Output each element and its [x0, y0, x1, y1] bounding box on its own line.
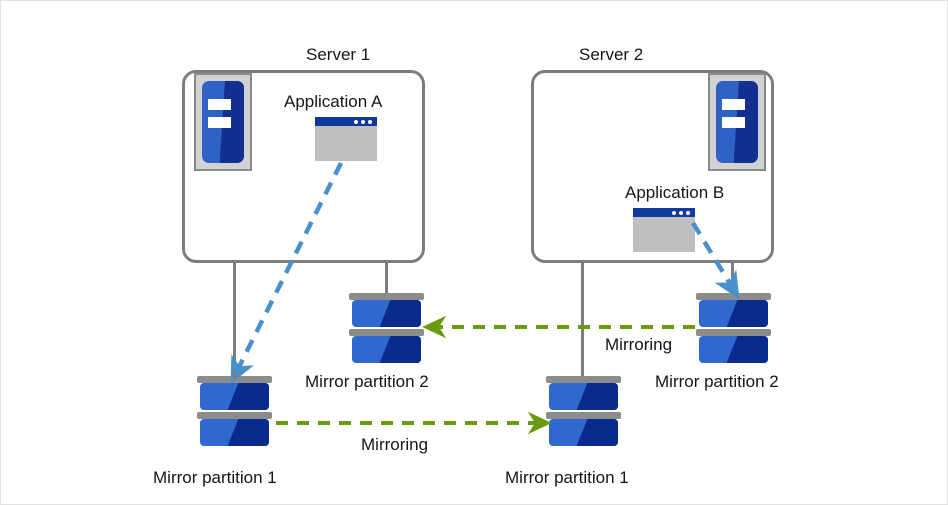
application-a-label: Application A — [284, 92, 383, 111]
s2-mirror-partition-1-label: Mirror partition 1 — [505, 468, 629, 487]
connector-s1-left — [233, 262, 236, 385]
disk-stack-icon — [696, 293, 771, 371]
s2-mirror-partition-2-label: Mirror partition 2 — [655, 372, 779, 391]
disk-stack-icon — [197, 376, 272, 454]
server-tower-icon — [708, 73, 766, 171]
server-2-title: Server 2 — [579, 45, 644, 64]
s1-mirror-partition-2-label: Mirror partition 2 — [305, 372, 429, 391]
app-window-icon — [315, 117, 377, 161]
mirroring-upper-label: Mirroring — [605, 335, 673, 354]
app-window-icon — [633, 208, 695, 252]
connector-s2-left — [581, 262, 584, 385]
server-tower-icon — [194, 73, 252, 171]
disk-stack-icon — [546, 376, 621, 454]
mirroring-lower-label: Mirroring — [361, 435, 429, 454]
disk-stack-icon — [349, 293, 424, 371]
s1-mirror-partition-1-label: Mirror partition 1 — [153, 468, 277, 487]
connector-s1-right — [385, 262, 388, 296]
connector-s2-right — [731, 262, 734, 296]
server-1-title: Server 1 — [306, 45, 371, 64]
application-b-label: Application B — [625, 183, 725, 202]
